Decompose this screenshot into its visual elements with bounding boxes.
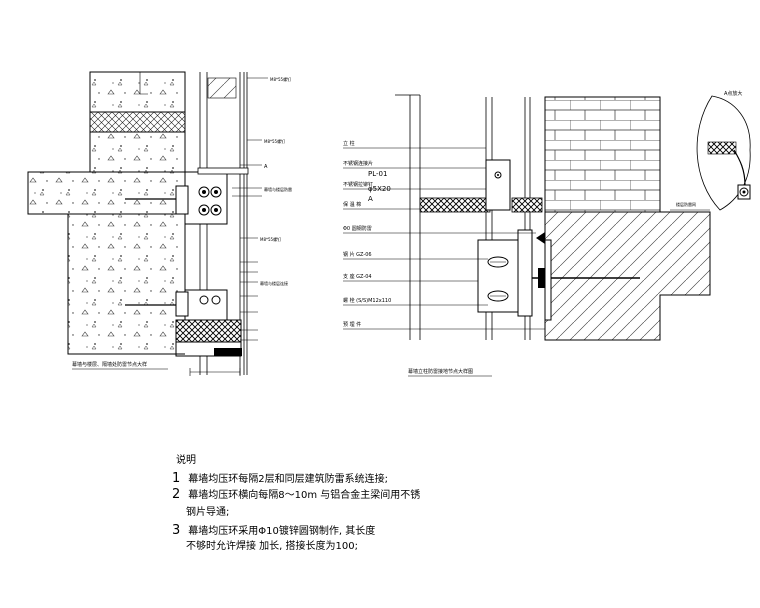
note-item-3-cont: 不够时允许焊接 加长, 搭接长度为100; xyxy=(186,539,358,555)
right-section-drawing: 立 柱 不锈钢连接片 不锈钢拉铆钉 保 温 棉 Φ0 圆钢防雷 钢 片 GZ-0… xyxy=(343,94,711,377)
detail-a-title: A点放大 xyxy=(724,90,742,97)
note-item-2: 2 幕墙均压环横向每隔8～10m 与铝合金主梁间用不锈 xyxy=(172,487,420,504)
left-label-6: 幕墙与楼层连接 xyxy=(260,280,288,286)
left-label-4: 幕墙与楼层防雷 xyxy=(264,186,292,192)
left-label-2: M8*55螺钉 xyxy=(264,138,285,144)
note-text: 幕墙均压环采用Φ10镀锌圆钢制作, 其长度 xyxy=(188,526,376,537)
note-number: 1 xyxy=(172,471,181,486)
right-drawing-title: 幕墙立柱防雷接地节点大样图 xyxy=(408,368,473,375)
label-a: A xyxy=(368,195,373,203)
detail-a: A点放大 xyxy=(696,90,751,211)
label-pl01: PL-01 xyxy=(368,170,387,178)
note-item-1: 1 幕墙均压环每隔2层和同层建筑防雷系统连接; xyxy=(172,471,388,488)
left-section-drawing: M8*55螺钉 M8*55螺钉 A 幕墙与楼层防雷 M8*55螺钉 幕墙与楼层连… xyxy=(27,71,292,376)
label-gz06: 钢 片 GZ-06 xyxy=(343,251,372,258)
note-text: 不够时允许焊接 加长, 搭接长度为100; xyxy=(186,541,358,552)
note-number: 2 xyxy=(172,487,181,502)
label-insulation: 保 温 棉 xyxy=(343,201,361,208)
label-bolt: 螺 栓 (S/S)M12x110 xyxy=(343,297,391,304)
note-item-2-cont: 钢片导通; xyxy=(186,505,229,521)
note-text: 幕墙均压环每隔2层和同层建筑防雷系统连接; xyxy=(188,474,389,485)
label-steel-plate: 不锈钢连接片 xyxy=(343,160,373,167)
left-label-top: M8*55螺钉 xyxy=(270,76,291,82)
left-drawing-title: 幕墙与楼层、隔墙处防雷节点大样 xyxy=(72,361,147,368)
note-text: 钢片导通; xyxy=(186,507,230,518)
notes-heading: 说明 xyxy=(176,455,196,466)
left-label-5: M8*55螺钉 xyxy=(260,236,281,242)
note-number: 3 xyxy=(172,523,181,538)
label-rivet: 不锈钢拉铆钉 xyxy=(343,181,373,188)
left-label-a: A xyxy=(264,164,268,170)
note-text: 幕墙均压环横向每隔8～10m 与铝合金主梁间用不锈 xyxy=(188,490,421,501)
note-item-3: 3 幕墙均压环采用Φ10镀锌圆钢制作, 其长度 xyxy=(172,523,375,540)
label-round-steel: Φ0 圆钢防雷 xyxy=(343,225,372,232)
label-ground: 楼层防雷网 xyxy=(676,201,696,207)
label-mullion: 立 柱 xyxy=(343,140,355,147)
label-gz04: 支 座 GZ-04 xyxy=(343,273,372,280)
label-embed: 预 埋 件 xyxy=(343,321,361,328)
